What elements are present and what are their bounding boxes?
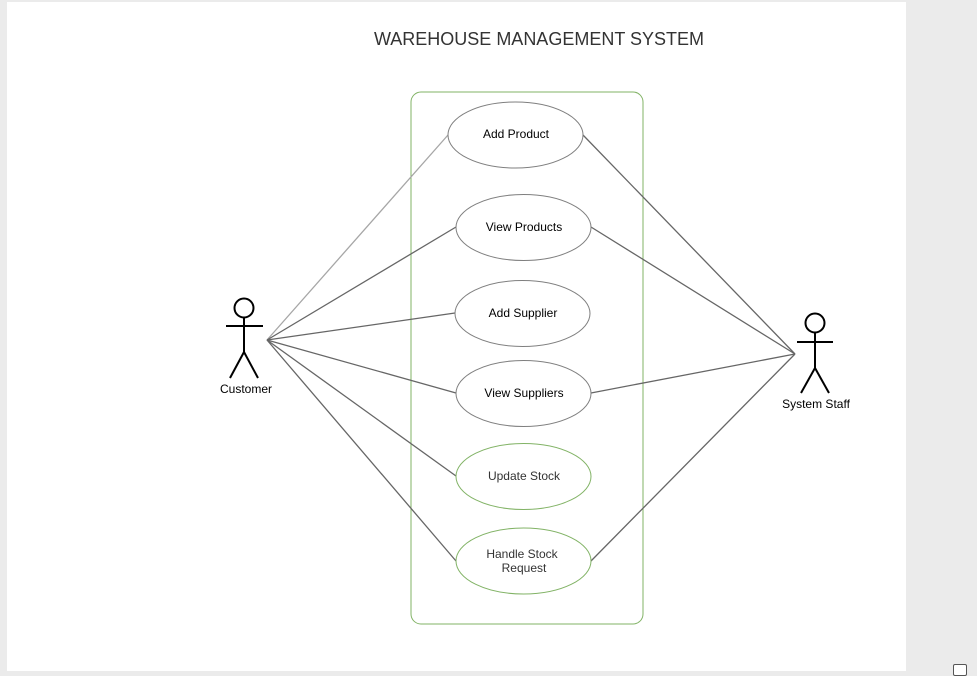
customer-associations bbox=[266, 134, 457, 562]
actor-customer-label: Customer bbox=[220, 382, 272, 396]
diagram-canvas: WAREHOUSE MANAGEMENT SYSTEM Add Product bbox=[7, 2, 906, 671]
corner-checkbox[interactable] bbox=[953, 664, 967, 676]
association-customer-add-supplier[interactable] bbox=[266, 312, 456, 341]
association-customer-view-suppliers[interactable] bbox=[266, 339, 457, 394]
use-case-label: View Products bbox=[486, 220, 562, 234]
use-case-add-product[interactable]: Add Product bbox=[447, 101, 584, 169]
association-customer-view-products[interactable] bbox=[266, 226, 457, 341]
use-case-add-supplier[interactable]: Add Supplier bbox=[454, 280, 591, 347]
use-case-label: View Suppliers bbox=[484, 386, 563, 400]
use-case-label: Add Supplier bbox=[489, 306, 558, 320]
use-case-view-suppliers[interactable]: View Suppliers bbox=[455, 360, 592, 427]
diagram-title: WAREHOUSE MANAGEMENT SYSTEM bbox=[374, 29, 704, 49]
association-staff-add-product[interactable] bbox=[582, 134, 796, 355]
association-customer-add-product[interactable] bbox=[266, 134, 449, 341]
actor-head bbox=[233, 297, 255, 319]
use-case-label-line2: Request bbox=[502, 561, 547, 575]
actor-system-staff[interactable] bbox=[797, 312, 833, 394]
use-case-label: Update Stock bbox=[488, 469, 561, 483]
use-case-ellipse[interactable] bbox=[455, 194, 592, 261]
use-case-ellipse[interactable] bbox=[447, 101, 584, 169]
actor-head bbox=[804, 312, 826, 334]
use-case-diagram: WAREHOUSE MANAGEMENT SYSTEM Add Product bbox=[220, 29, 851, 625]
association-staff-view-suppliers[interactable] bbox=[590, 353, 796, 394]
association-customer-handle-stock-request[interactable] bbox=[266, 339, 457, 562]
staff-associations bbox=[582, 134, 796, 562]
use-case-ellipse[interactable] bbox=[455, 527, 592, 595]
use-case-handle-stock-request[interactable]: Handle Stock Request bbox=[455, 527, 592, 595]
actor-left-leg bbox=[800, 367, 816, 394]
actor-customer[interactable] bbox=[226, 297, 263, 379]
association-staff-view-products[interactable] bbox=[590, 226, 796, 355]
use-case-update-stock[interactable]: Update Stock bbox=[455, 443, 592, 510]
association-customer-update-stock[interactable] bbox=[266, 339, 457, 477]
use-case-ellipse[interactable] bbox=[455, 443, 592, 510]
use-case-view-products[interactable]: View Products bbox=[455, 194, 592, 261]
actor-left-leg bbox=[229, 351, 245, 379]
use-case-ellipse[interactable] bbox=[454, 280, 591, 347]
use-case-ellipse[interactable] bbox=[455, 360, 592, 427]
actor-system-staff-label: System Staff bbox=[782, 397, 850, 411]
association-staff-handle-stock-request[interactable] bbox=[590, 353, 796, 562]
use-case-label-line1: Handle Stock bbox=[486, 547, 558, 561]
system-boundary[interactable] bbox=[410, 91, 644, 625]
actor-right-leg bbox=[814, 367, 830, 394]
use-case-label: Add Product bbox=[483, 127, 550, 141]
actor-right-leg bbox=[243, 351, 259, 379]
